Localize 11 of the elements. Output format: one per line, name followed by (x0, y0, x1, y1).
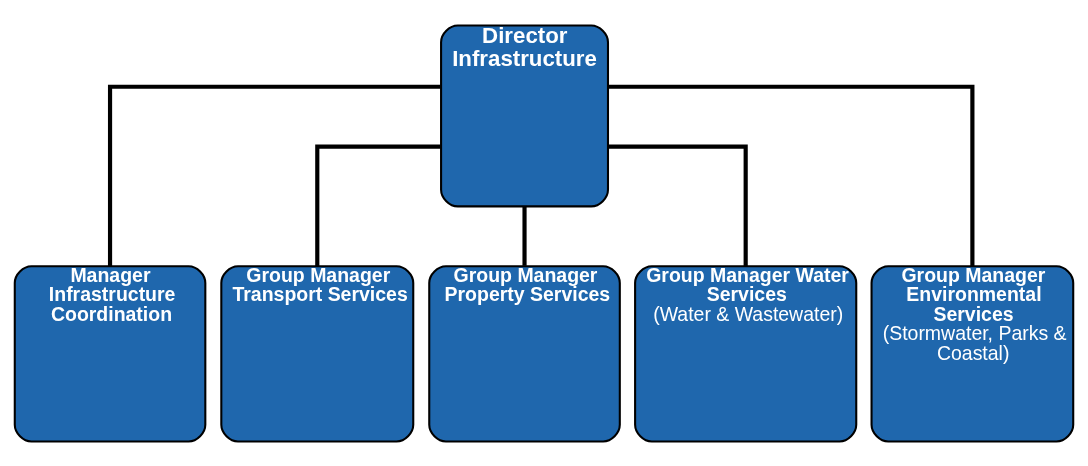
node-box: Group Manager Property Services (428, 264, 621, 442)
node-box: Manager Infrastructure Coordination (13, 264, 207, 442)
connector (522, 206, 527, 266)
connector (608, 144, 748, 266)
connector (107, 84, 441, 266)
node-box: Group Manager Environmental Services (Stormwater, Parks & Coastal) (870, 264, 1075, 442)
node-box: Director Infrastructure (440, 24, 610, 207)
connector (315, 144, 441, 266)
connector (608, 84, 975, 266)
node-box: Group Manager Transport Services (220, 264, 415, 442)
node-box: Group Manager Water Services (Water & Wastewater) (634, 264, 858, 442)
